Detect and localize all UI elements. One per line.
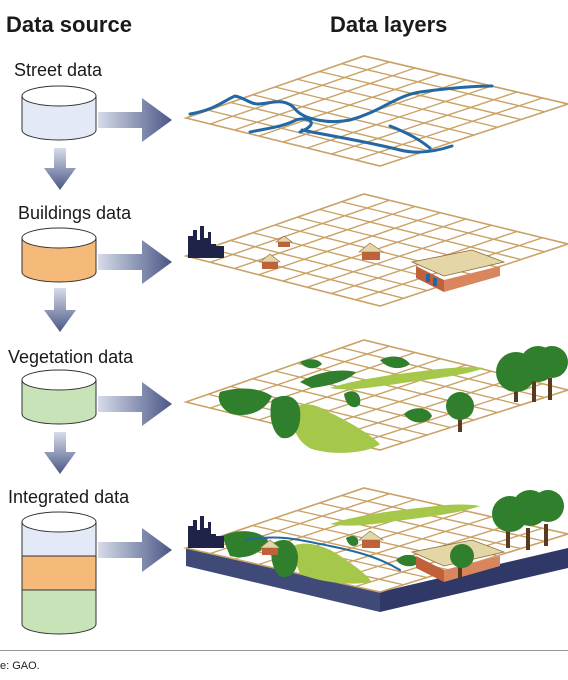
street-data-label: Street data	[14, 60, 103, 80]
arrow-down-icon	[44, 148, 76, 190]
source-caption: e: GAO.	[0, 660, 40, 672]
city-skyline-icon	[188, 226, 224, 258]
layer-diagram	[21, 55, 568, 635]
house-icon	[358, 242, 384, 260]
buildings-database-icon	[21, 227, 97, 283]
house-icon	[275, 235, 293, 247]
vegetation-database-icon	[21, 369, 97, 425]
arrow-right-icon	[98, 240, 172, 284]
data-layers-heading: Data layers	[330, 12, 448, 37]
integrated-database-icon	[21, 511, 97, 635]
tree-icon	[446, 392, 474, 432]
vegetation-patches	[218, 356, 484, 453]
arrow-down-icon	[44, 432, 76, 474]
large-building-icon	[410, 249, 506, 292]
divider	[0, 650, 568, 651]
arrow-right-icon	[98, 98, 172, 142]
arrow-right-icon	[98, 528, 172, 572]
house-icon	[259, 253, 281, 269]
integrated-street-lines	[245, 536, 401, 571]
tree-cluster-icon	[496, 346, 568, 402]
tree-icon	[450, 544, 474, 578]
street-lines	[188, 84, 494, 154]
tree-cluster-icon	[492, 490, 564, 550]
integrated-layer-base	[186, 548, 568, 612]
arrow-down-icon	[44, 288, 76, 332]
integrated-data-label: Integrated data	[8, 487, 130, 507]
arrow-right-icon	[98, 382, 172, 426]
street-database-icon	[21, 85, 97, 141]
city-skyline-icon	[188, 516, 224, 548]
house-icon	[358, 530, 384, 548]
house-icon	[259, 539, 281, 555]
data-source-heading: Data source	[6, 12, 132, 37]
vegetation-data-label: Vegetation data	[8, 347, 134, 367]
buildings-data-label: Buildings data	[18, 203, 132, 223]
